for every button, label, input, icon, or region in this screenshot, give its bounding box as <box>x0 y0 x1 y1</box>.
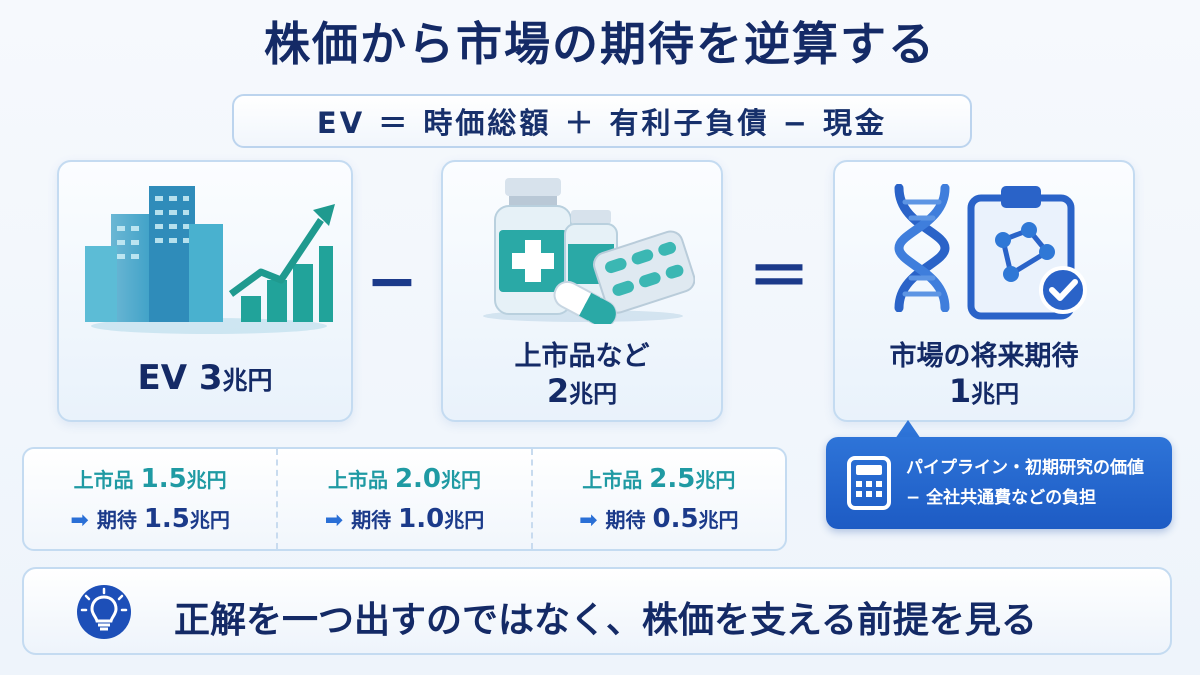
scenario-item: 上市品 2.0兆円 ➡期待 1.0兆円 <box>278 449 533 549</box>
calculator-icon <box>847 456 891 510</box>
ev-formula: EV ＝ 時価総額 ＋ 有利子負債 − 現金 <box>232 94 972 148</box>
scenario-panel: 上市品 1.5兆円 ➡期待 1.5兆円 上市品 2.0兆円 ➡期待 1.0兆円 … <box>22 447 787 551</box>
scenario-expectation: ➡期待 1.0兆円 <box>324 504 485 534</box>
marketed-products-label: 上市品など <box>514 341 650 372</box>
conclusion-text: 正解を一つ出すのではなく、株価を支える前提を見る <box>174 600 1037 641</box>
scenario-expectation: ➡期待 0.5兆円 <box>579 504 739 534</box>
arrow-right-icon: ➡ <box>70 508 89 533</box>
scenario-marketed: 上市品 2.0兆円 <box>327 464 481 494</box>
ev-value-label: EV 3兆円 <box>137 358 273 398</box>
lightbulb-icon <box>77 585 131 639</box>
marketed-products-card: 上市品など 2兆円 <box>441 160 723 422</box>
arrow-right-icon: ➡ <box>579 508 598 533</box>
scenario-marketed: 上市品 1.5兆円 <box>73 464 227 494</box>
clipboard-check-icon <box>967 186 1087 320</box>
scenario-item: 上市品 2.5兆円 ➡期待 0.5兆円 <box>533 449 785 549</box>
callout-text: パイプライン・初期研究の価値 − 全社共通費などの負担 <box>906 458 1144 508</box>
future-expectation-value: 1兆円 <box>948 372 1020 410</box>
pipeline-callout: パイプライン・初期研究の価値 − 全社共通費などの負担 <box>826 437 1172 529</box>
scenario-expectation: ➡期待 1.5兆円 <box>70 504 230 534</box>
scenario-marketed: 上市品 2.5兆円 <box>582 464 736 494</box>
callout-pointer <box>895 420 921 439</box>
scenario-item: 上市品 1.5兆円 ➡期待 1.5兆円 <box>24 449 279 549</box>
minus-operator: − <box>366 244 418 317</box>
future-expectation-label: 市場の将来期待 <box>889 341 1079 372</box>
buildings-growth-icon <box>85 186 335 334</box>
conclusion-banner: 正解を一つ出すのではなく、株価を支える前提を見る <box>22 567 1172 655</box>
medicine-icon <box>483 178 695 324</box>
arrow-right-icon: ➡ <box>324 508 344 533</box>
future-expectation-card: 市場の将来期待 1兆円 <box>833 160 1135 422</box>
marketed-products-value: 2兆円 <box>546 372 618 410</box>
page-title: 株価から市場の期待を逆算する <box>264 17 936 71</box>
dna-icon <box>894 184 950 312</box>
ev-card: EV 3兆円 <box>57 160 353 422</box>
equals-operator: ＝ <box>748 240 811 313</box>
